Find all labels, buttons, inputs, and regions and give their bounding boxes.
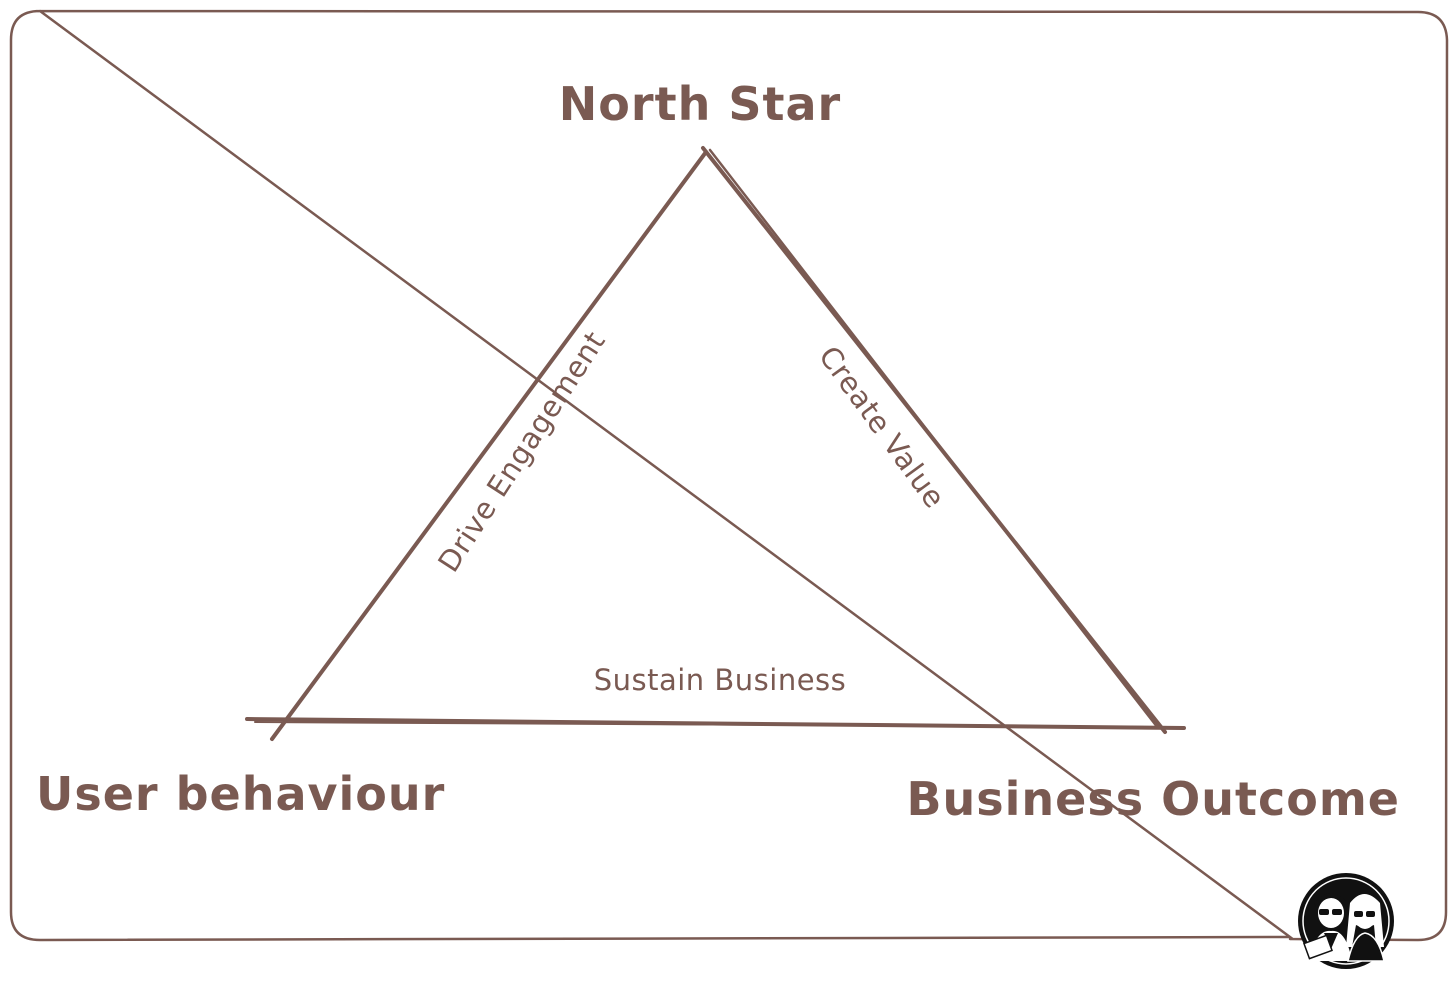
logo-figure-right: [1346, 894, 1385, 962]
sustain-business-label: Sustain Business: [594, 663, 847, 697]
triangle-edge-left: [270, 150, 708, 741]
triangle-edge-right-sketch: [708, 148, 1160, 730]
triangle: [245, 146, 1186, 741]
user-behaviour-label: User behaviour: [36, 767, 445, 821]
triangle-edge-bottom-sketch: [254, 721, 1171, 728]
drive-engagement-label: Drive Engagement: [431, 325, 612, 578]
logo-book: [1303, 934, 1333, 960]
frame-border: [9, 9, 1449, 942]
two-people-sunglasses-logo-icon: [1298, 873, 1394, 969]
north-star-label: North Star: [559, 77, 841, 131]
create-value-label: Create Value: [812, 340, 952, 515]
business-outcome-label: Business Outcome: [906, 772, 1400, 826]
